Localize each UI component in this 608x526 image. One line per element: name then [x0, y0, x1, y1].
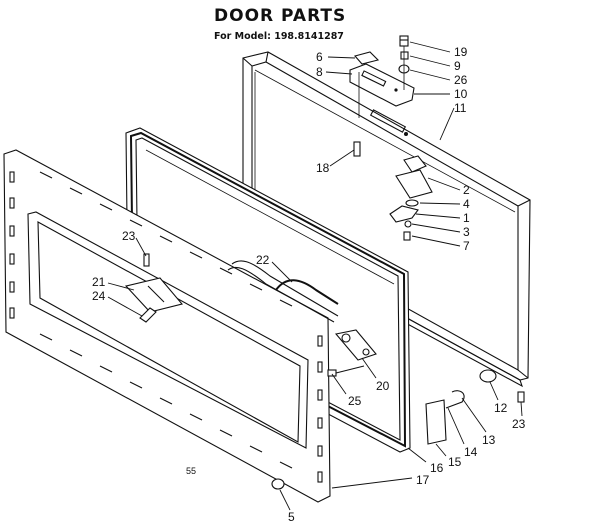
callout-labels: 6 8 19 9 26 10 11 18 2 4 1 3 7 23 22 21 …: [92, 45, 526, 524]
callout-6: 6: [316, 50, 323, 64]
callout-21: 21: [92, 275, 106, 289]
panel-edge-holes: [9, 171, 323, 483]
hinge-spring-part-12: [479, 369, 497, 383]
hinge-plate-part-8-10: [349, 63, 415, 118]
latch-part-2: [395, 155, 433, 199]
callout-22: 22: [256, 253, 270, 267]
hinge-pin-part-19: [399, 35, 409, 47]
switch-part-20: [334, 329, 377, 361]
callout-19: 19: [454, 45, 468, 59]
callout-15: 15: [448, 455, 462, 469]
page-note-mark: 55: [186, 466, 196, 476]
callout-8: 8: [316, 65, 323, 79]
washer-part-4: [405, 199, 419, 207]
callout-14: 14: [464, 445, 478, 459]
cover-part-15: [425, 399, 447, 445]
inner-door-panel: [3, 149, 331, 503]
callout-13: 13: [482, 433, 496, 447]
panel-bottom-slots: [39, 333, 293, 469]
pin-part-18: [353, 141, 361, 157]
door-handle-part-22: [227, 260, 339, 323]
callout-9: 9: [454, 59, 461, 73]
handle-bracket-part-21: [124, 277, 183, 313]
screw-part-23-bottom: [517, 391, 525, 403]
callout-12: 12: [494, 401, 508, 415]
callout-17: 17: [416, 473, 430, 487]
screw-part-7: [403, 231, 411, 241]
callout-4: 4: [463, 197, 470, 211]
callout-3: 3: [463, 225, 470, 239]
leader-lines: [107, 41, 523, 511]
latch-lever-part-1: [389, 205, 419, 223]
screw-part-3: [404, 220, 412, 228]
callout-24: 24: [92, 289, 106, 303]
handle-screw-part-24: [139, 307, 157, 323]
callout-18: 18: [316, 161, 330, 175]
callout-26: 26: [454, 73, 468, 87]
spring-part-9: [400, 51, 409, 60]
model-number: For Model: 198.8141287: [214, 31, 344, 42]
clip-part-13-14: [445, 390, 465, 409]
connector-part-25: [327, 365, 365, 377]
panel-top-slots: [39, 171, 293, 307]
callout-2: 2: [463, 183, 470, 197]
hinge-cover-part-6: [354, 51, 380, 65]
page-title: DOOR PARTS: [214, 6, 347, 26]
outer-door-frame: [242, 51, 531, 388]
bushing-part-26: [398, 46, 410, 90]
callout-23-bottom: 23: [512, 417, 526, 431]
callout-25: 25: [348, 394, 362, 408]
foot-part-5: [271, 478, 285, 490]
callout-1: 1: [463, 211, 470, 225]
callout-7: 7: [463, 239, 470, 253]
screw-part-23-top: [143, 253, 150, 267]
callout-11: 11: [454, 101, 467, 115]
callout-20: 20: [376, 379, 390, 393]
callout-23-top: 23: [122, 229, 136, 243]
callout-5: 5: [288, 510, 295, 524]
callout-16: 16: [430, 461, 444, 475]
callout-10: 10: [454, 87, 468, 101]
